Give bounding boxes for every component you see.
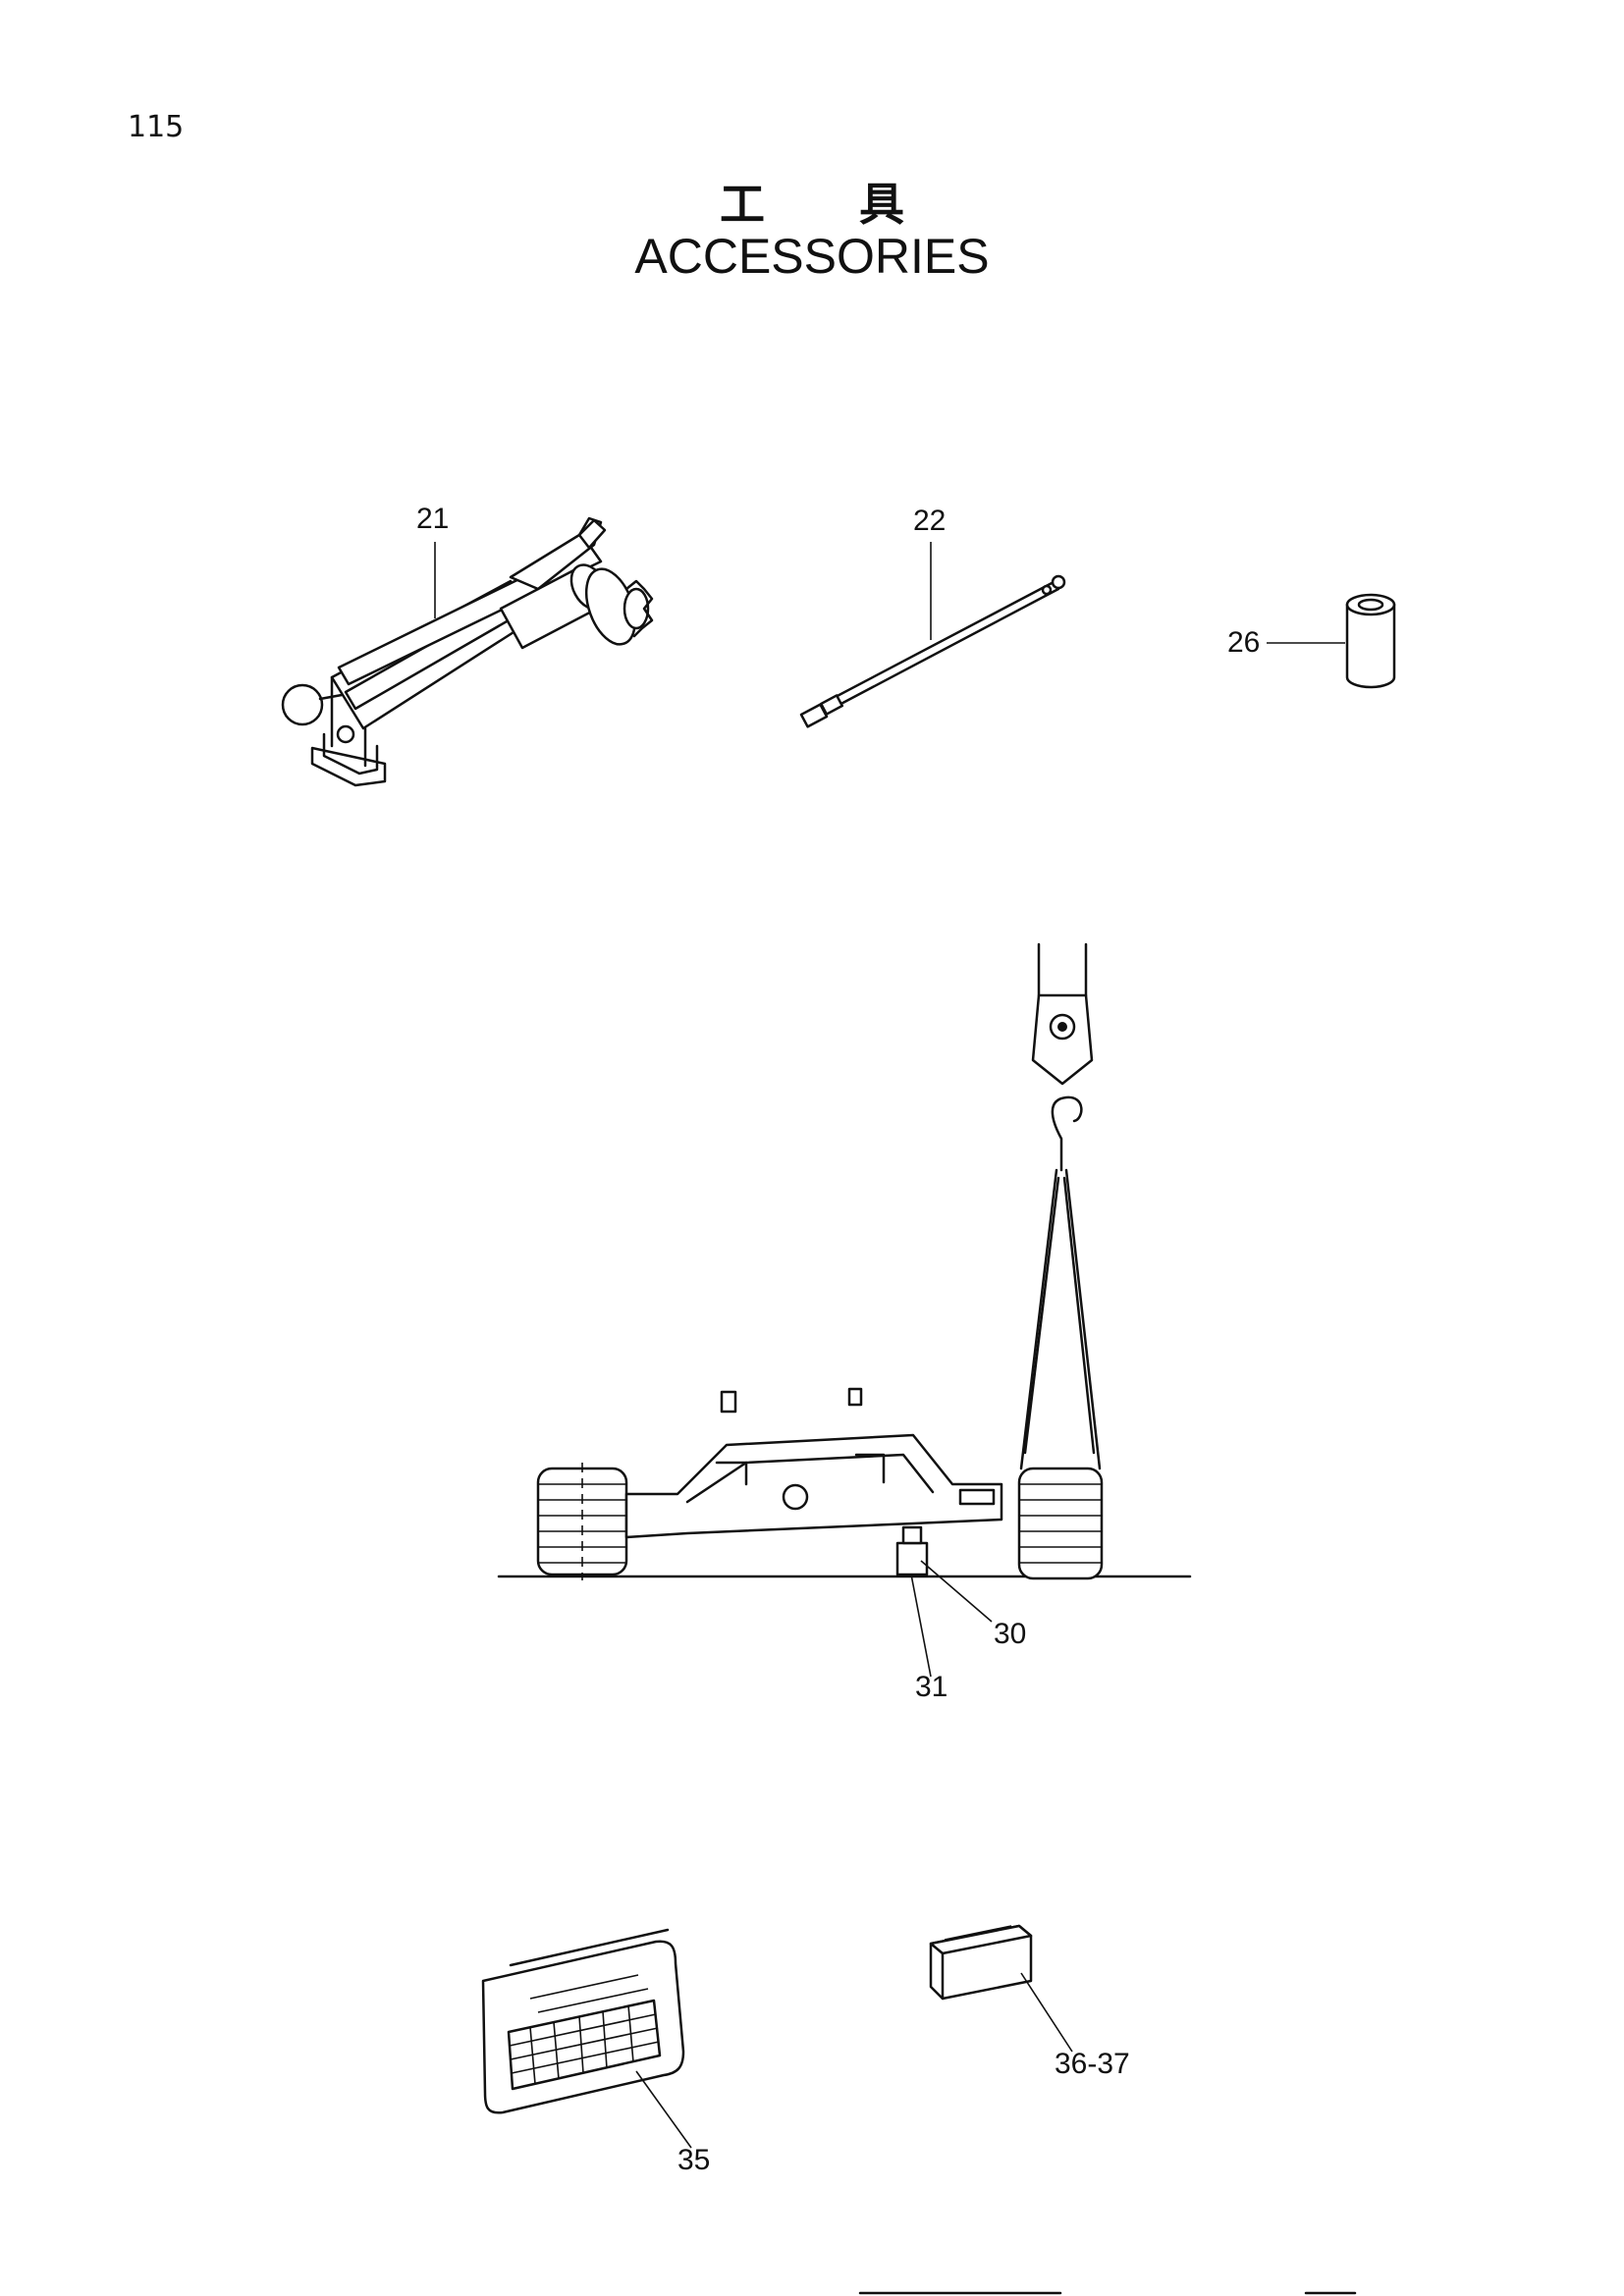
page-number: 115: [128, 110, 185, 144]
hydraulic-pump-illustration: [281, 516, 654, 787]
lifting-scene-illustration: [497, 942, 1192, 1580]
callout-22: 22: [913, 505, 947, 537]
tool-box-illustration: [929, 1924, 1033, 2001]
bushing-illustration: [1345, 593, 1396, 689]
title-japanese: 工 具: [719, 178, 944, 231]
title-english: ACCESSORIES: [634, 229, 990, 284]
leader-line-35: [635, 2070, 692, 2149]
callout-36-37: 36-37: [1055, 2048, 1130, 2080]
callout-31: 31: [915, 1671, 948, 1703]
callout-21: 21: [416, 503, 450, 535]
manual-book-illustration: [481, 1928, 685, 2114]
callout-35: 35: [677, 2144, 711, 2176]
callout-26: 26: [1227, 626, 1261, 659]
leader-line-30: [920, 1560, 993, 1623]
callout-30: 30: [994, 1618, 1027, 1650]
hose-illustration: [799, 574, 1066, 728]
leader-line-36-37: [1020, 1972, 1073, 2053]
leader-line-31: [910, 1574, 932, 1678]
